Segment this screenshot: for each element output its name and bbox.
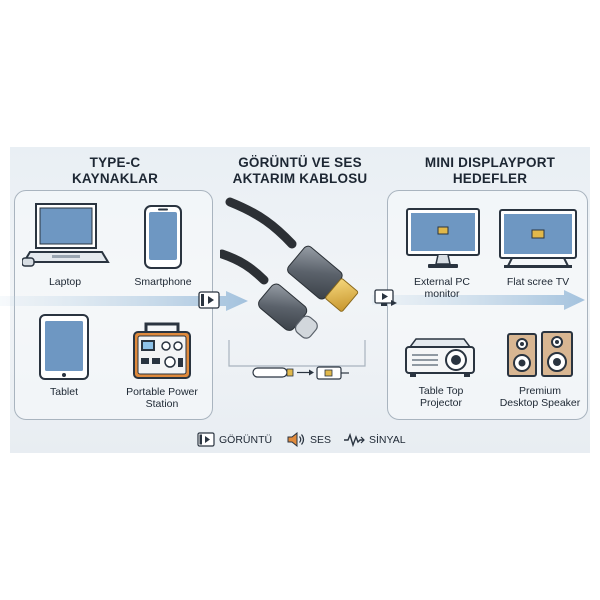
power-station-icon [133,322,191,379]
projector-label: Table Top Projector [392,385,490,409]
video-icon [197,432,215,447]
tablet-icon [39,314,89,380]
cable-schematic-icon [228,340,366,380]
cable-heading-line2: AKTARIM KABLOSU [232,171,368,186]
projector-label-line1: Table Top [418,385,464,397]
sources-heading-line2: KAYNAKLAR [71,171,159,186]
laptop-label: Laptop [48,276,82,288]
monitor-label-line2: monitor [424,288,460,300]
sources-heading-line1: TYPE-C [89,155,141,170]
speaker-label-line1: Premium [518,385,561,397]
cable-heading-line1: GÖRÜNTÜ VE SES [238,155,362,170]
legend-signal-label: SİNYAL [369,433,406,446]
flow-arrow-left [0,291,248,311]
speaker-label-line2: Desktop Speaker [499,397,581,409]
video-icon [198,291,220,309]
targets-heading-line2: HEDEFLER [452,171,528,186]
cable-icon [220,197,359,339]
audio-icon [287,432,305,447]
speaker-icon [507,331,573,377]
monitor-icon [406,208,480,268]
smartphone-icon [144,205,182,269]
legend-audio: SES [286,432,331,447]
laptop-icon [22,203,110,267]
power-station-label-line2: Station [145,398,179,410]
display-video-icon [374,289,397,306]
monitor-label-line1: External PC [413,276,471,288]
legend-signal: SİNYAL [343,432,406,447]
targets-heading: MINI DISPLAYPORT HEDEFLER [390,155,590,187]
cable-heading: GÖRÜNTÜ VE SES AKTARIM KABLOSU [205,155,395,187]
power-station-label-line1: Portable Power [126,386,198,398]
legend-video-label: GÖRÜNTÜ [219,433,273,446]
projector-label-line2: Projector [419,397,462,409]
tv-icon [499,209,577,268]
legend-audio-label: SES [310,433,332,446]
sources-heading: TYPE-C KAYNAKLAR [20,155,210,187]
monitor-label: External PC monitor [393,276,491,300]
projector-icon [405,338,475,377]
flow-arrow-right [372,290,585,310]
tablet-label: Tablet [49,386,79,398]
signal-icon [344,432,365,447]
smartphone-label: Smartphone [134,276,192,288]
speaker-label: Premium Desktop Speaker [488,385,592,409]
targets-heading-line1: MINI DISPLAYPORT [424,155,556,170]
tv-label: Flat scree TV [506,276,570,288]
power-station-label: Portable Power Station [110,386,214,410]
legend-video: GÖRÜNTÜ [197,432,272,447]
